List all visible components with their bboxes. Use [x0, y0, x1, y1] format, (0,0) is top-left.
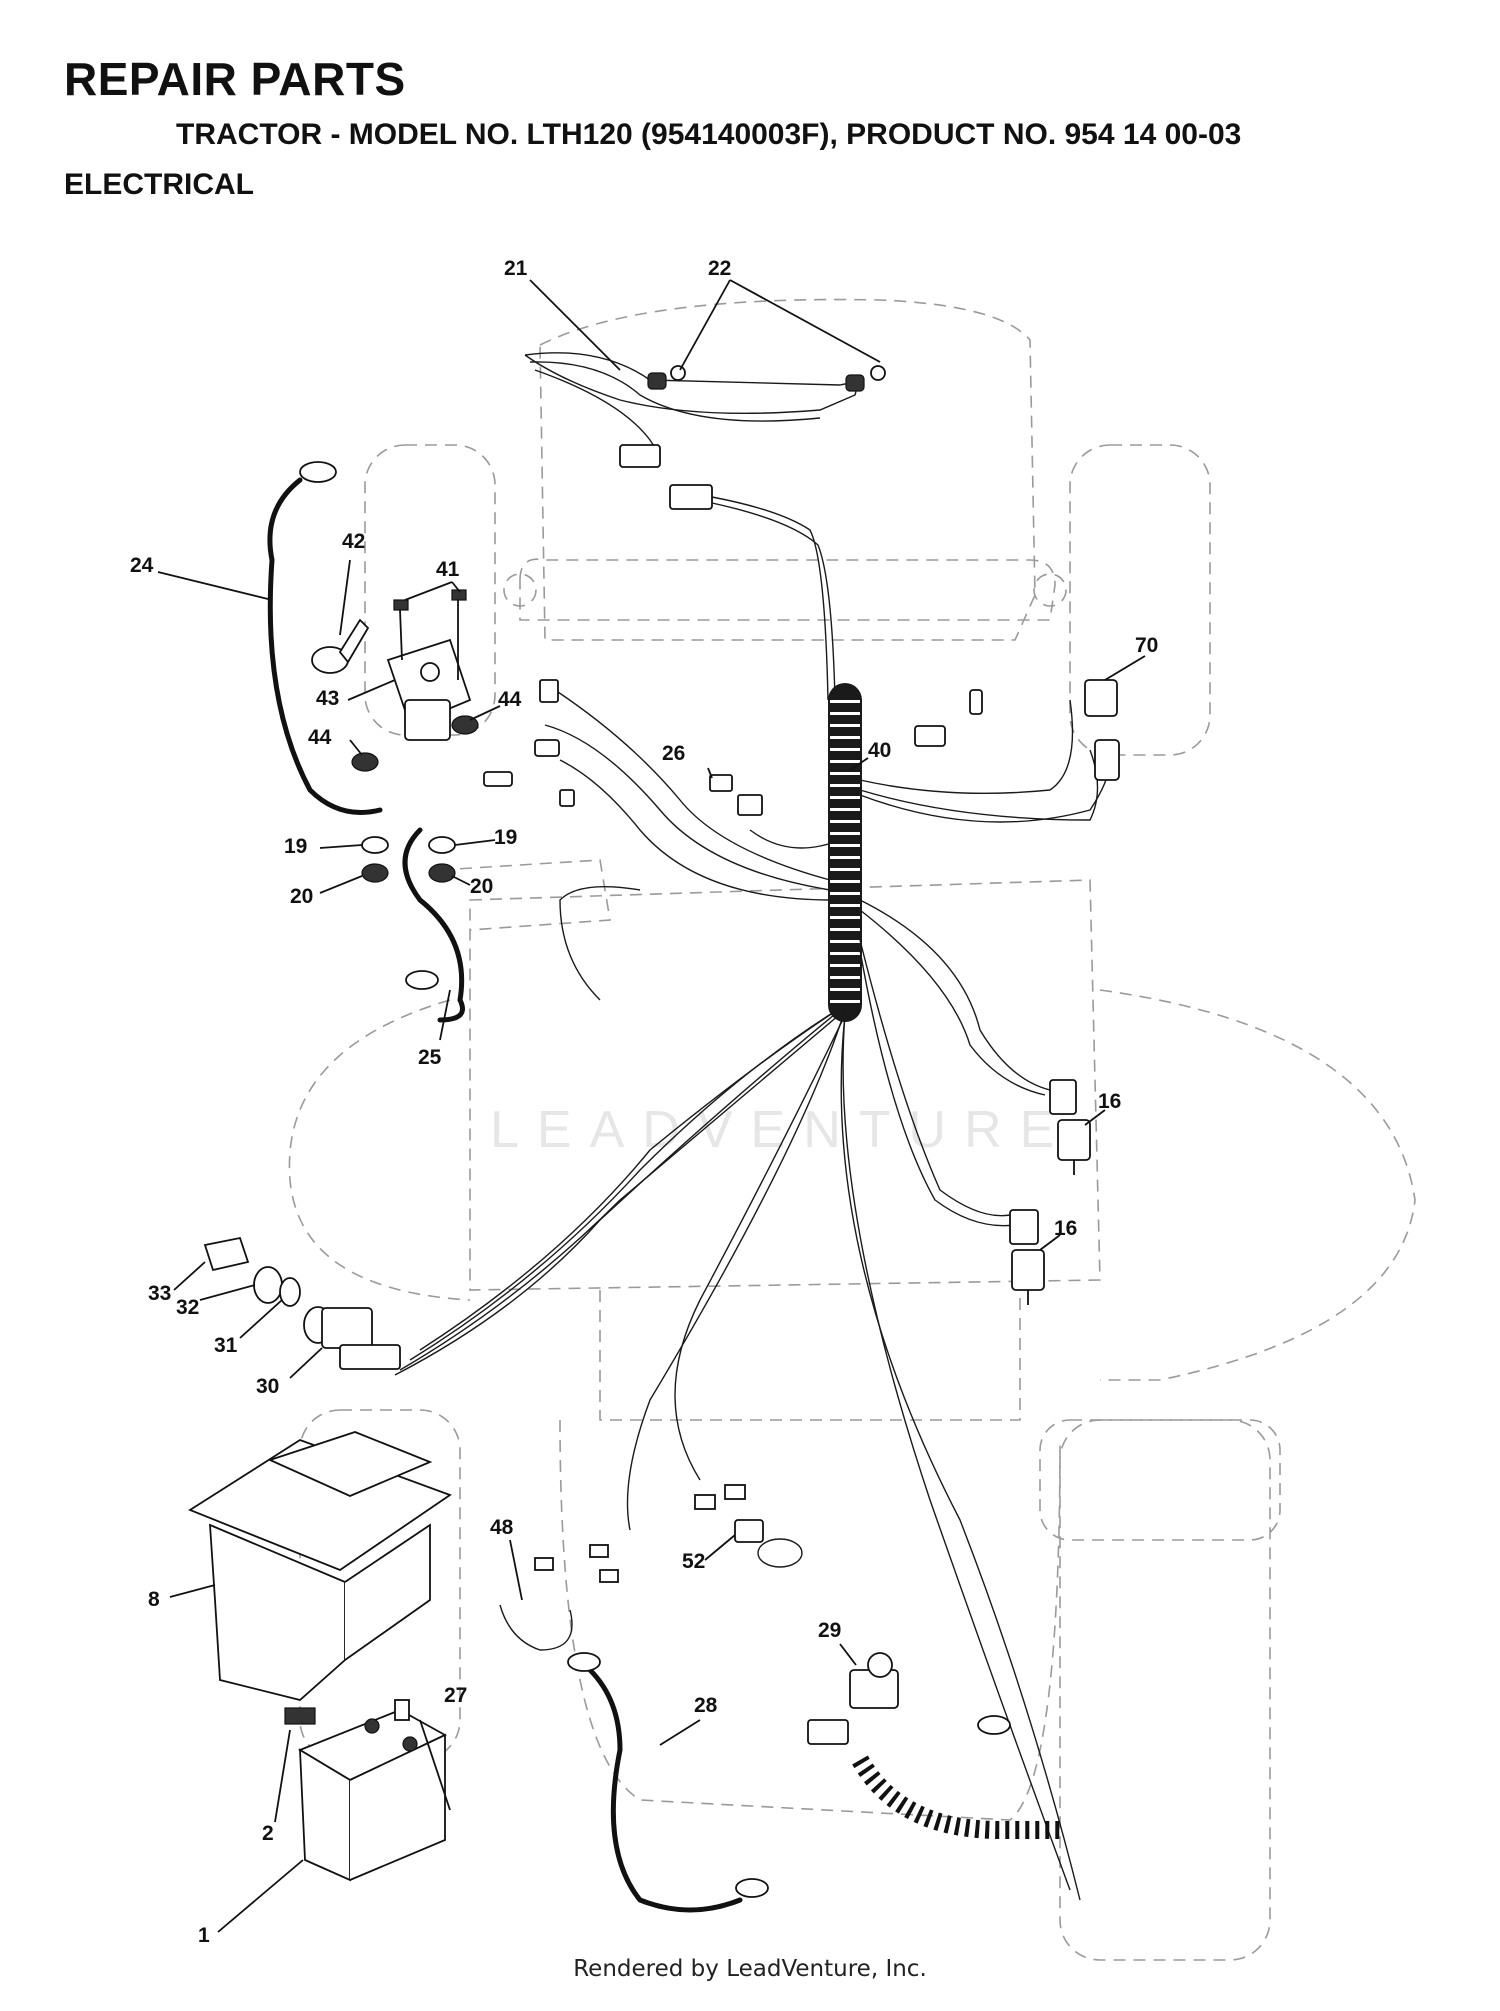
callout-52: 52 [682, 1550, 705, 1573]
callout-2: 2 [262, 1822, 274, 1845]
headlight-harness [524, 352, 857, 701]
brake-switch [1009, 1209, 1045, 1305]
callout-16: 16 [1098, 1090, 1121, 1113]
callout-22: 22 [708, 257, 731, 280]
headlight-bulb [845, 365, 886, 392]
ignition-key [203, 1236, 250, 1272]
callout-41: 41 [436, 558, 460, 581]
battery-cables [267, 477, 743, 1913]
headlight-bulb [647, 365, 686, 390]
page-title: REPAIR PARTS [64, 53, 406, 105]
callout-42: 42 [342, 530, 365, 553]
ignition-switch [303, 1306, 401, 1370]
battery-bolt-nut [284, 1699, 410, 1725]
callout-21: 21 [504, 257, 528, 280]
reverse-switch [807, 1652, 1060, 1839]
starter-solenoid [386, 638, 472, 741]
callout-leaders [157, 279, 1146, 1933]
ignition-bezel [253, 1266, 301, 1307]
callout-19: 19 [494, 826, 517, 849]
watermark-text: LEADVENTURE [490, 1101, 1073, 1159]
ring-terminal [299, 461, 1011, 1898]
callout-26: 26 [662, 742, 685, 765]
callout-33: 33 [148, 1282, 171, 1305]
callout-27: 27 [444, 1684, 467, 1707]
callout-25: 25 [418, 1046, 442, 1069]
callout-31: 31 [214, 1334, 238, 1357]
callout-44: 44 [498, 688, 522, 711]
callout-labels: 21 22 42 41 24 43 44 44 70 26 40 19 19 2… [130, 257, 1158, 1947]
fuse-holder [694, 1484, 803, 1568]
callout-19: 19 [284, 835, 307, 858]
callout-1: 1 [198, 1924, 210, 1947]
solenoid-bolts [393, 589, 467, 680]
harness-connectors [483, 679, 1120, 816]
callout-40: 40 [868, 739, 891, 762]
pto-connector [499, 1544, 619, 1651]
callout-8: 8 [148, 1588, 160, 1611]
harness-wires [394, 689, 1111, 1901]
section-heading: ELECTRICAL [64, 168, 254, 201]
nuts-washers [351, 715, 479, 883]
callout-20: 20 [470, 875, 493, 898]
callout-20: 20 [290, 885, 313, 908]
callout-48: 48 [490, 1516, 514, 1539]
callout-44: 44 [308, 726, 332, 749]
battery [297, 1709, 447, 1882]
callout-28: 28 [694, 1694, 718, 1717]
seat-switch [1049, 1079, 1091, 1175]
callout-16: 16 [1054, 1217, 1077, 1240]
callout-30: 30 [256, 1375, 279, 1398]
footer-credit: Rendered by LeadVenture, Inc. [573, 1956, 927, 1982]
callout-32: 32 [176, 1296, 199, 1319]
model-subtitle: TRACTOR - MODEL NO. LTH120 (954140003F),… [176, 118, 1242, 151]
tractor-outline [288, 298, 1416, 1961]
callout-43: 43 [316, 687, 339, 710]
terminal-boot [311, 618, 370, 674]
battery-tray [188, 1431, 452, 1701]
callout-29: 29 [818, 1619, 841, 1642]
callout-24: 24 [130, 554, 154, 577]
callout-70: 70 [1135, 634, 1158, 657]
